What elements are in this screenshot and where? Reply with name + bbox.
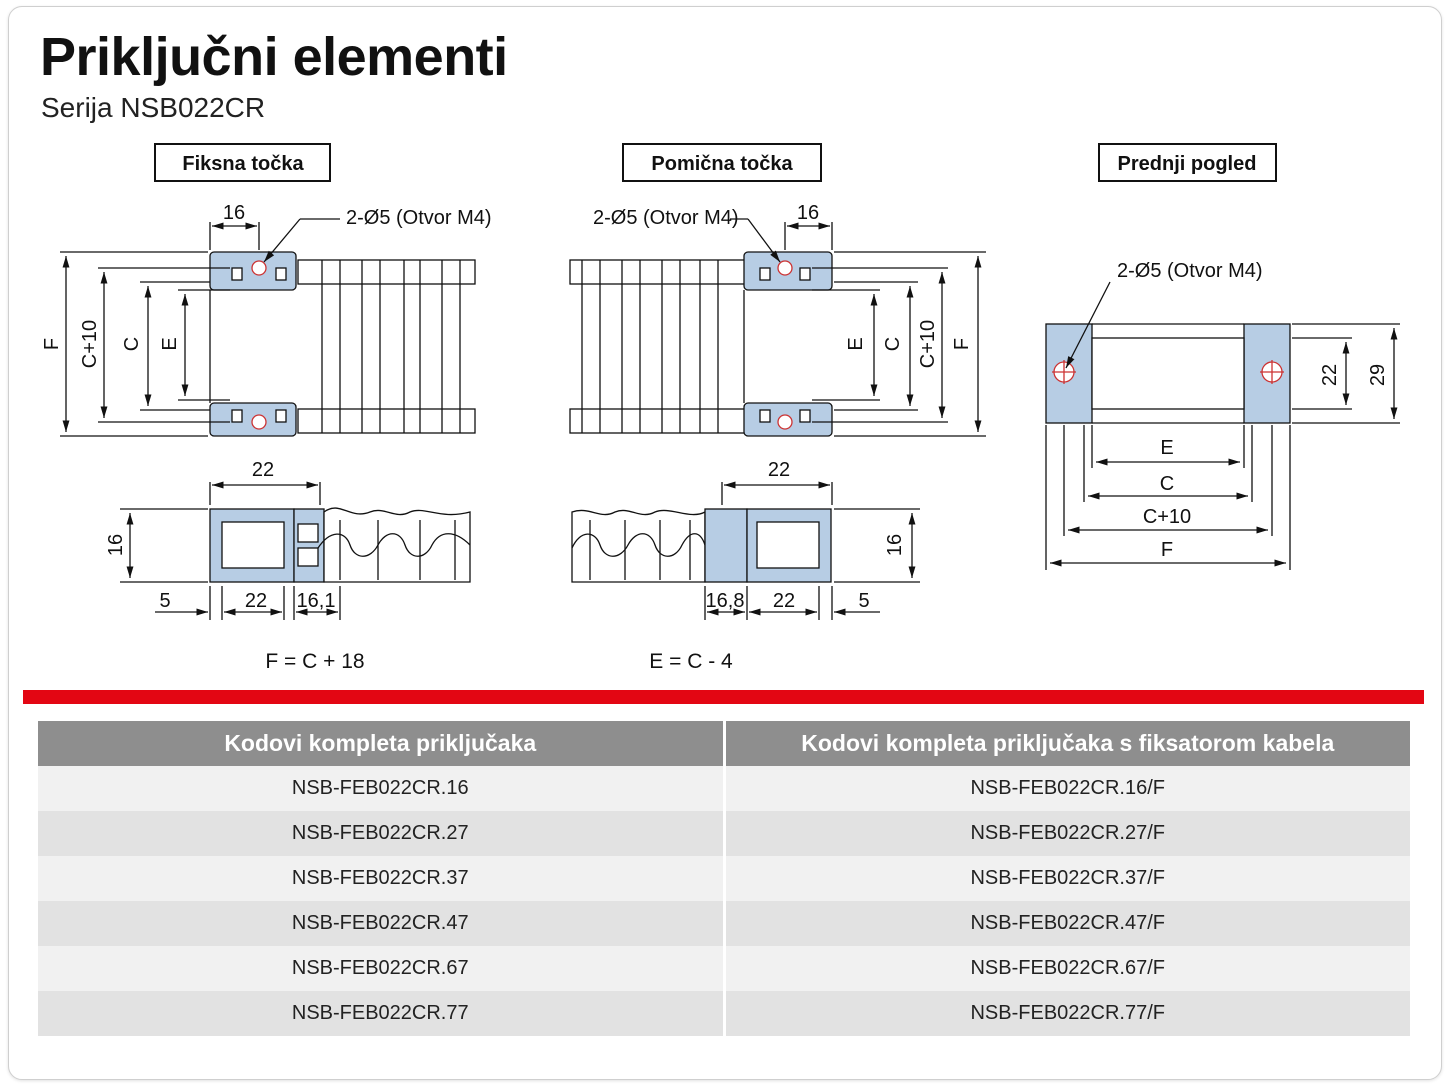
svg-text:Pomična točka: Pomična točka (651, 153, 793, 175)
fixed-dim-22-bottom: 22 (245, 590, 267, 612)
codes-table: Kodovi kompleta priključaka Kodovi kompl… (38, 721, 1410, 1036)
view-label-moving: Pomična točka (622, 143, 822, 182)
table-cell: NSB-FEB022CR.37/F (722, 856, 1410, 901)
moving-dim-22-bottom: 22 (773, 590, 795, 612)
fixed-dim-c: C (121, 337, 143, 351)
front-dim-29: 29 (1367, 364, 1389, 386)
fixed-dim-16-top: 16 (223, 202, 245, 224)
front-view (1045, 281, 1400, 570)
fixed-dim-c10: C+10 (79, 320, 101, 368)
moving-dim-c: C (882, 337, 904, 351)
table-cell: NSB-FEB022CR.16/F (722, 766, 1410, 811)
table-cell: NSB-FEB022CR.16 (38, 766, 724, 811)
moving-dim-f: F (951, 338, 973, 350)
front-dim-c: C (1160, 473, 1174, 495)
moving-dim-c10: C+10 (917, 320, 939, 368)
fixed-hole-note: 2-Ø5 (Otvor M4) (346, 207, 492, 229)
table-cell: NSB-FEB022CR.37 (38, 856, 724, 901)
table-cell: NSB-FEB022CR.47/F (722, 901, 1410, 946)
front-hole-note: 2-Ø5 (Otvor M4) (1117, 260, 1263, 282)
table-cell: NSB-FEB022CR.77/F (722, 991, 1410, 1036)
table-header-row: Kodovi kompleta priključaka Kodovi kompl… (38, 721, 1410, 766)
moving-top-view (569, 218, 986, 437)
page-subtitle: Serija NSB022CR (41, 92, 266, 123)
front-dim-22: 22 (1319, 364, 1341, 386)
moving-dim-16-8: 16,8 (706, 590, 745, 612)
table-row: NSB-FEB022CR.67 NSB-FEB022CR.67/F (38, 946, 1410, 991)
fixed-dim-f: F (41, 338, 63, 350)
front-dim-f: F (1161, 539, 1173, 561)
svg-text:Prednji pogled: Prednji pogled (1118, 153, 1257, 175)
formula-e: E = C - 4 (649, 650, 733, 673)
fixed-dim-e: E (159, 337, 181, 350)
fixed-side-view (120, 481, 471, 620)
table-cell: NSB-FEB022CR.47 (38, 901, 724, 946)
table-cell: NSB-FEB022CR.67 (38, 946, 724, 991)
fixed-dim-5: 5 (159, 590, 170, 612)
view-label-fixed: Fiksna točka (154, 143, 331, 182)
fixed-dim-22-top: 22 (252, 459, 274, 481)
front-dim-e: E (1160, 437, 1173, 459)
table-cell: NSB-FEB022CR.27 (38, 811, 724, 856)
moving-side-view (571, 481, 920, 620)
fixed-top-view (60, 218, 476, 437)
table-cell: NSB-FEB022CR.27/F (722, 811, 1410, 856)
moving-dim-16-top: 16 (797, 202, 819, 224)
table-row: NSB-FEB022CR.47 NSB-FEB022CR.47/F (38, 901, 1410, 946)
table-header-cell: Kodovi kompleta priključaka s fiksatorom… (722, 721, 1410, 766)
table-header-cell: Kodovi kompleta priključaka (38, 721, 724, 766)
table-row: NSB-FEB022CR.37 NSB-FEB022CR.37/F (38, 856, 1410, 901)
svg-text:Fiksna točka: Fiksna točka (182, 153, 304, 175)
page-title: Priključni elementi (40, 27, 508, 87)
fixed-dim-16-height: 16 (105, 534, 127, 556)
moving-hole-note: 2-Ø5 (Otvor M4) (593, 207, 739, 229)
fixed-dim-16-1: 16,1 (297, 590, 336, 612)
moving-dim-22-top: 22 (768, 459, 790, 481)
table-row: NSB-FEB022CR.16 NSB-FEB022CR.16/F (38, 766, 1410, 811)
table-cell: NSB-FEB022CR.77 (38, 991, 724, 1036)
formula-f: F = C + 18 (265, 650, 364, 673)
moving-dim-e: E (845, 337, 867, 350)
front-dim-c10: C+10 (1143, 506, 1191, 528)
red-divider (23, 690, 1424, 704)
moving-dim-5: 5 (858, 590, 869, 612)
moving-dim-16-height: 16 (884, 534, 906, 556)
table-row: NSB-FEB022CR.77 NSB-FEB022CR.77/F (38, 991, 1410, 1036)
table-cell: NSB-FEB022CR.67/F (722, 946, 1410, 991)
table-row: NSB-FEB022CR.27 NSB-FEB022CR.27/F (38, 811, 1410, 856)
view-label-front: Prednji pogled (1098, 143, 1277, 182)
